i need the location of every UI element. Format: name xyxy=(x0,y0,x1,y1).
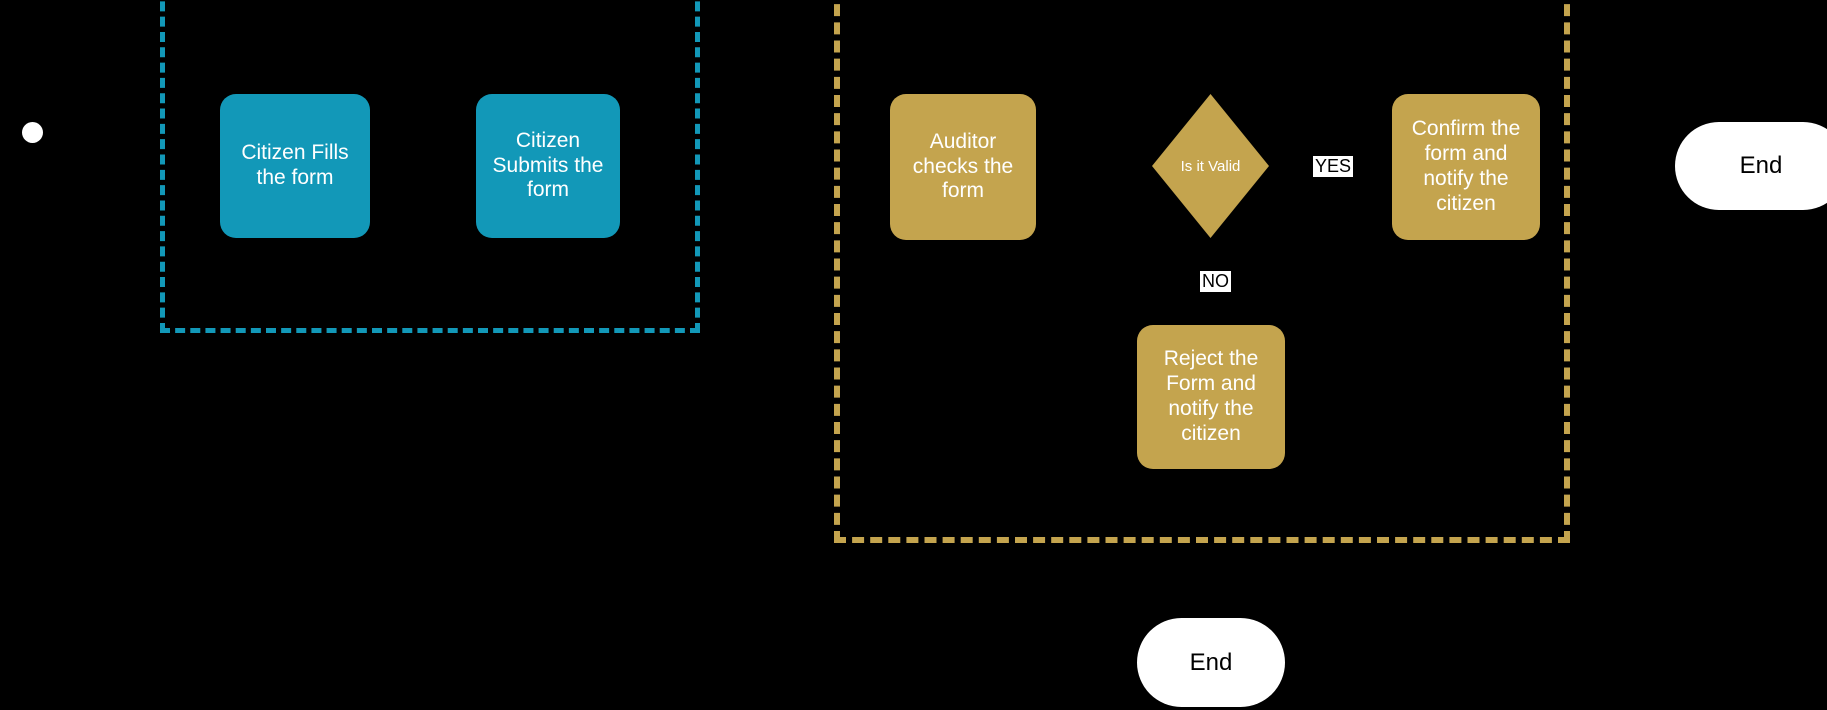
edge-label-no: NO xyxy=(1200,271,1231,292)
node-citizen-submits-form-label: Citizen Submits the form xyxy=(492,128,604,202)
edge-label-yes: YES xyxy=(1313,156,1354,177)
node-is-it-valid-decision[interactable]: Is it Valid xyxy=(1152,94,1269,238)
end-node-right-label: End xyxy=(1739,152,1783,179)
node-confirm-form[interactable]: Confirm the form and notify the citizen xyxy=(1392,94,1540,240)
node-auditor-checks-form-label: Auditor checks the form xyxy=(912,129,1014,203)
node-citizen-submits-form[interactable]: Citizen Submits the form xyxy=(476,94,620,238)
node-auditor-checks-form[interactable]: Auditor checks the form xyxy=(890,94,1036,240)
node-reject-form-label: Reject the Form and notify the citizen xyxy=(1163,347,1259,445)
citizen-group-container xyxy=(160,0,700,333)
end-node-bottom[interactable]: End xyxy=(1137,618,1285,707)
node-reject-form[interactable]: Reject the Form and notify the citizen xyxy=(1137,325,1285,469)
start-node[interactable] xyxy=(22,122,43,143)
end-node-right[interactable]: End xyxy=(1675,122,1827,210)
node-confirm-form-label: Confirm the form and notify the citizen xyxy=(1411,117,1521,215)
auditor-group-container xyxy=(834,0,1570,543)
node-is-it-valid-label: Is it Valid xyxy=(1180,157,1241,175)
end-node-bottom-label: End xyxy=(1189,648,1233,676)
node-citizen-fills-form-label: Citizen Fills the form xyxy=(241,141,349,189)
node-citizen-fills-form[interactable]: Citizen Fills the form xyxy=(220,94,370,238)
